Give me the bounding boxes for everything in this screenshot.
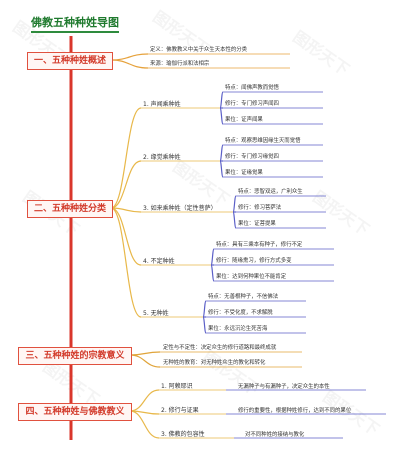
category-item: 特点：闻佛声教而觉悟 [225,85,279,91]
category-item: 修行：专门修习缘觉四 [225,154,279,160]
item-connector [210,264,215,282]
doctrine-detail: 无漏种子与有漏种子，决定众生的本性 [238,384,330,390]
page-title: 佛教五种种姓导图 [31,14,119,33]
overview-definition: 定义：佛教教义中关于众生天本性的分类 [150,47,248,53]
category-item: 修行：不受化度，不求解脱 [208,310,273,316]
overview-source: 来源：瑜伽行派和法相宗 [150,61,210,67]
item-connector [219,107,224,125]
category-connector [110,107,142,209]
category-connector [110,207,142,318]
category-item: 修行：随缘熏习，修行方式多变 [216,258,292,264]
category-item: 特点：悲智双运，广利众生 [238,189,303,195]
item-connector [219,160,224,178]
item-connector [202,316,207,334]
category-item: 修行：修习菩萨法 [238,205,282,211]
category-item: 特点：观察思维因缘生灭而觉悟 [225,138,301,144]
section-overview[interactable]: 一、五种种姓概述 [27,52,113,70]
category-indeterminate[interactable]: 4. 不定种姓 [143,258,175,265]
doctrine-detail: 修行的重要性，根据种姓修行，达到不同的果位 [238,408,352,414]
section-doctrine[interactable]: 四、五种种姓与佛教教义 [18,403,132,421]
category-item: 果位：证声闻果 [225,117,263,123]
item-connector [219,144,224,162]
category-tathagata[interactable]: 3. 如来乘种姓（定性菩萨） [143,205,217,212]
item-connector [232,211,237,229]
doctrine-alaya[interactable]: 1. 阿赖耶识 [161,383,193,390]
meaning-item: 定性与不定性：决定众生的修行道路和最终成就 [163,345,277,351]
category-item: 果位：证菩提果 [238,221,276,227]
doctrine-connector [129,389,160,412]
doctrine-inclusiveness[interactable]: 3. 佛教的包容性 [161,431,205,438]
category-item: 果位：永远沉沦生死苦海 [208,326,268,332]
category-connector [110,207,142,266]
category-item: 修行：专门修习声闻四 [225,101,279,107]
doctrine-detail: 对不同种姓的接纳与教化 [245,432,305,438]
item-connector [210,248,215,266]
category-item: 特点：无善根种子，不信佛法 [208,294,279,300]
category-no-lineage[interactable]: 5. 无种姓 [143,310,169,317]
overview-connector [110,53,149,61]
meaning-connector [129,351,161,356]
category-pratyekabuddha[interactable]: 2. 缘觉乘种姓 [143,154,181,161]
category-item: 果位：达到何种果位不能肯定 [216,274,287,280]
category-item: 果位：证缘觉果 [225,170,263,176]
doctrine-connector [129,410,160,439]
item-connector [219,91,224,109]
category-connector [110,160,142,209]
category-item: 特点：具有三乘本有种子，修行不定 [216,242,303,248]
category-connector [110,207,142,213]
item-connector [202,300,207,318]
section-religious-meaning[interactable]: 三、五种种姓的宗教意义 [18,347,132,365]
item-connector [232,195,237,213]
category-shravaka[interactable]: 1. 声闻乘种姓 [143,101,181,108]
section-classification[interactable]: 二、五种种姓分类 [27,200,113,218]
doctrine-practice[interactable]: 2. 修行与证果 [161,407,199,414]
overview-connector [110,59,149,69]
meaning-item: 无种姓的教育：对无种姓众生的教化和转化 [163,360,266,366]
meaning-connector [129,354,161,368]
